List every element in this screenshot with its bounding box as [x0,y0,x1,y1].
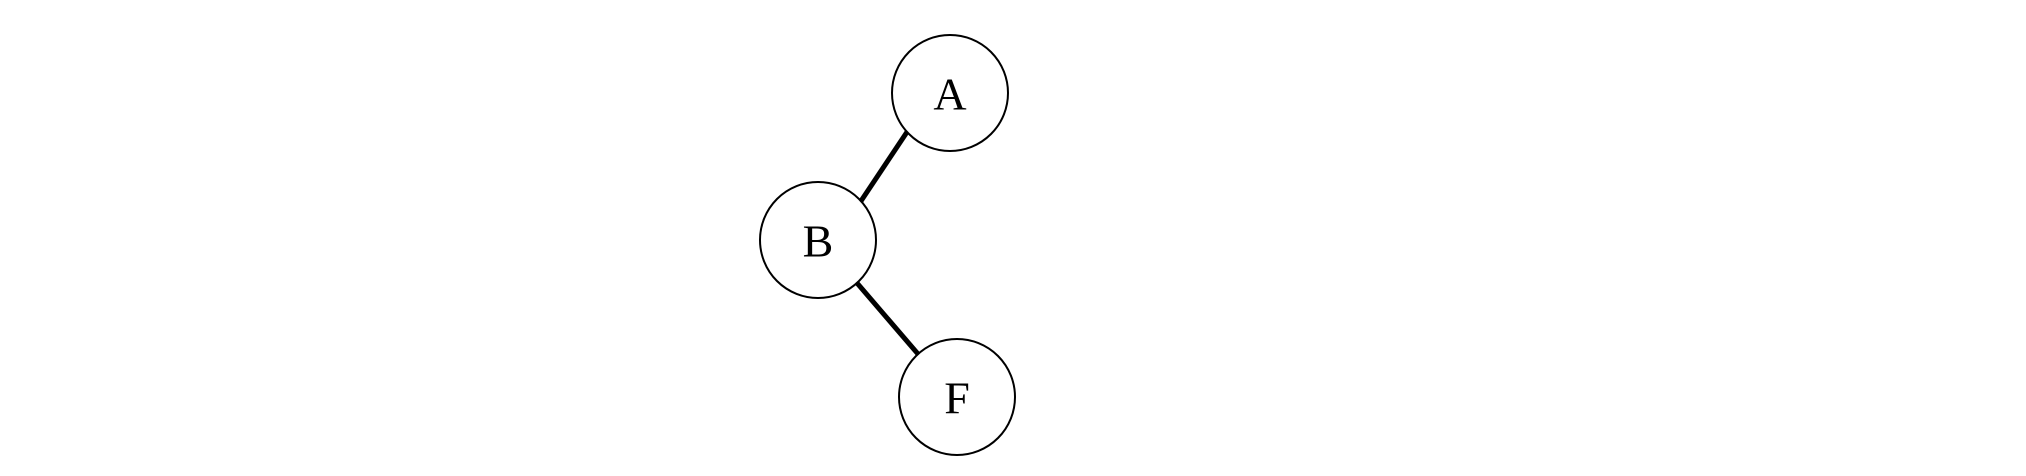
node-b[interactable]: B [759,181,877,299]
node-f[interactable]: F [898,338,1016,456]
node-b-label: B [803,216,834,267]
node-b-circle[interactable] [759,181,877,299]
node-a-circle[interactable] [891,34,1009,152]
node-a[interactable]: A [891,34,1009,152]
edge-b-a[interactable] [858,130,910,203]
edge-b-f[interactable] [855,281,920,356]
node-f-circle[interactable] [898,338,1016,456]
nodes-group: A B F [759,34,1016,456]
node-f-label: F [944,373,970,424]
edges-group [855,130,920,356]
node-a-label: A [933,69,966,120]
